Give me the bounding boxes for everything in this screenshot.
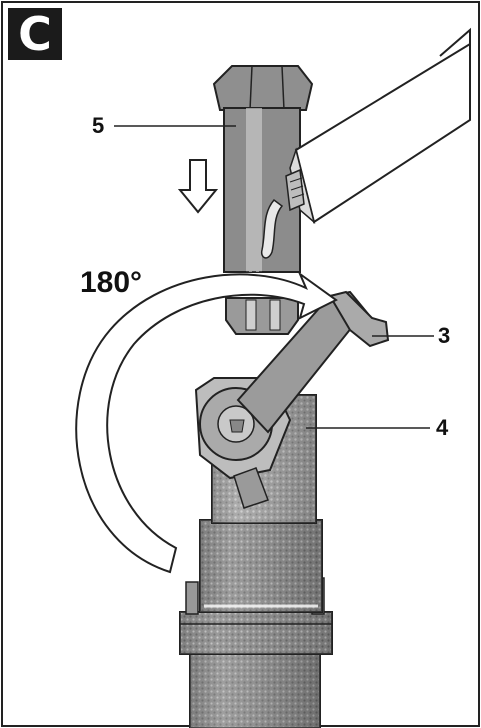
callout-3: 3 bbox=[438, 323, 451, 348]
callout-5: 5 bbox=[92, 113, 105, 138]
rotation-arrow bbox=[75, 271, 338, 574]
insert-direction-arrow bbox=[177, 159, 219, 214]
locking-lever bbox=[194, 290, 390, 509]
panel-letter-badge: C bbox=[8, 8, 62, 60]
grease-tube bbox=[285, 27, 471, 225]
rotation-angle-label: 180° bbox=[80, 266, 143, 299]
callout-4: 4 bbox=[436, 415, 449, 440]
insert-tool bbox=[212, 65, 314, 335]
